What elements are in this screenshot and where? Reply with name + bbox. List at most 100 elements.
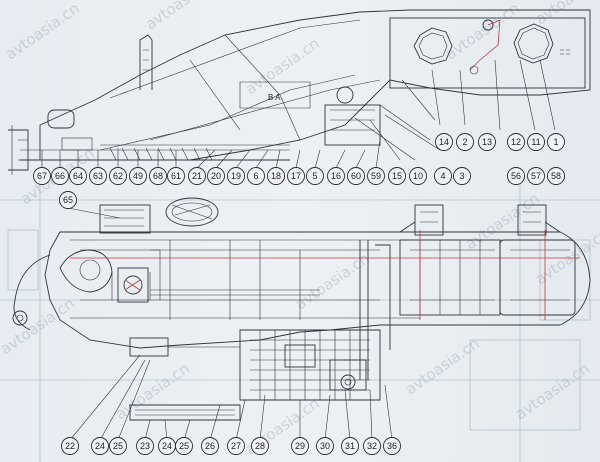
watermark: avtoasia.cn [512, 359, 593, 423]
callout-circle [59, 191, 77, 209]
callout-number: 24 [95, 441, 105, 451]
callout-circle [167, 167, 185, 185]
callout-circle [507, 167, 525, 185]
callout-circle [175, 437, 193, 455]
callout-circle [363, 437, 381, 455]
callout-circle [149, 167, 167, 185]
callout-circle [306, 167, 324, 185]
callout-circle [383, 437, 401, 455]
callout-circle [91, 437, 109, 455]
callout-number: 23 [140, 441, 150, 451]
callout-number: 3 [459, 171, 464, 181]
callout-number: 36 [387, 441, 397, 451]
lower-plan-view [12, 197, 591, 380]
callout-circle [109, 437, 127, 455]
lower-leaders [67, 207, 393, 441]
callout-number: 68 [153, 171, 163, 181]
watermark: avtoasia.cn [462, 189, 543, 253]
watermark: avtoasia.cn [292, 249, 373, 313]
callout-number: 15 [392, 171, 402, 181]
callout-circle [291, 437, 309, 455]
callout-circle [456, 133, 474, 151]
callout-number: 28 [255, 441, 265, 451]
callout-circle [89, 167, 107, 185]
callout-number: 25 [179, 441, 189, 451]
callout-circle [435, 133, 453, 151]
callout-number: 24 [162, 441, 172, 451]
callout-number: 18 [271, 171, 281, 181]
callout-number: 64 [73, 171, 83, 181]
callout-circle [188, 167, 206, 185]
callout-circle [453, 167, 471, 185]
callout-number: 1 [553, 137, 558, 147]
callout-circle [51, 167, 69, 185]
callout-circle [478, 133, 496, 151]
callout-circle [409, 167, 427, 185]
callout-circle [247, 167, 265, 185]
callout-number: 27 [231, 441, 241, 451]
callout-circle [316, 437, 334, 455]
frame-marking: B A [268, 93, 281, 102]
callout-number: 21 [192, 171, 202, 181]
callout-circle [251, 437, 269, 455]
callout-circle [527, 133, 545, 151]
callout-circle [388, 167, 406, 185]
callout-number: 17 [291, 171, 301, 181]
upper-side-view: B A [8, 9, 591, 175]
callout-circle [109, 167, 127, 185]
callout-circle [507, 133, 525, 151]
callout-number: 63 [93, 171, 103, 181]
callout-number: 61 [171, 171, 181, 181]
callout-number: 26 [205, 441, 215, 451]
callout-circle [347, 167, 365, 185]
callout-number: 12 [511, 137, 521, 147]
callout-circle [527, 167, 545, 185]
watermark: avtoasia.cn [112, 359, 193, 423]
callout-circle [547, 133, 565, 151]
callout-number: 30 [320, 441, 330, 451]
callout-number: 29 [295, 441, 305, 451]
callout-number: 2 [462, 137, 467, 147]
watermark: avtoasia.cn [242, 34, 323, 98]
callout-number: 4 [440, 171, 445, 181]
callout-number: 56 [511, 171, 521, 181]
watermark: avtoasia.cn [0, 294, 78, 358]
callout-number: 31 [345, 441, 355, 451]
callout-circle [227, 167, 245, 185]
callout-circle [207, 167, 225, 185]
callout-number: 20 [211, 171, 221, 181]
callout-number: 14 [439, 137, 449, 147]
callout-circle [69, 167, 87, 185]
valve-bundle [129, 329, 381, 421]
callout-number: 11 [531, 137, 540, 147]
watermark: avtoasia.cn [2, 0, 83, 63]
callout-circle [287, 167, 305, 185]
callout-circle [61, 437, 79, 455]
callout-number: 57 [531, 171, 541, 181]
callout-number: 6 [253, 171, 258, 181]
callout-circle [33, 167, 51, 185]
watermark: avtoasia.cn [142, 0, 223, 33]
callout-circle [547, 167, 565, 185]
callout-circle [201, 437, 219, 455]
callout-number: 62 [113, 171, 123, 181]
callout-circle [136, 437, 154, 455]
callout-number: 67 [37, 171, 47, 181]
callout-number: 19 [231, 171, 241, 181]
callout-circle [327, 167, 345, 185]
callout-circle [267, 167, 285, 185]
callout-number: 22 [65, 441, 75, 451]
callout-circle [434, 167, 452, 185]
callout-number: 65 [63, 195, 73, 205]
callout-number: 5 [312, 171, 317, 181]
callout-number: 13 [482, 137, 492, 147]
callout-circle [227, 437, 245, 455]
watermark: avtoasia.cn [442, 0, 523, 63]
callout-number: 58 [551, 171, 561, 181]
